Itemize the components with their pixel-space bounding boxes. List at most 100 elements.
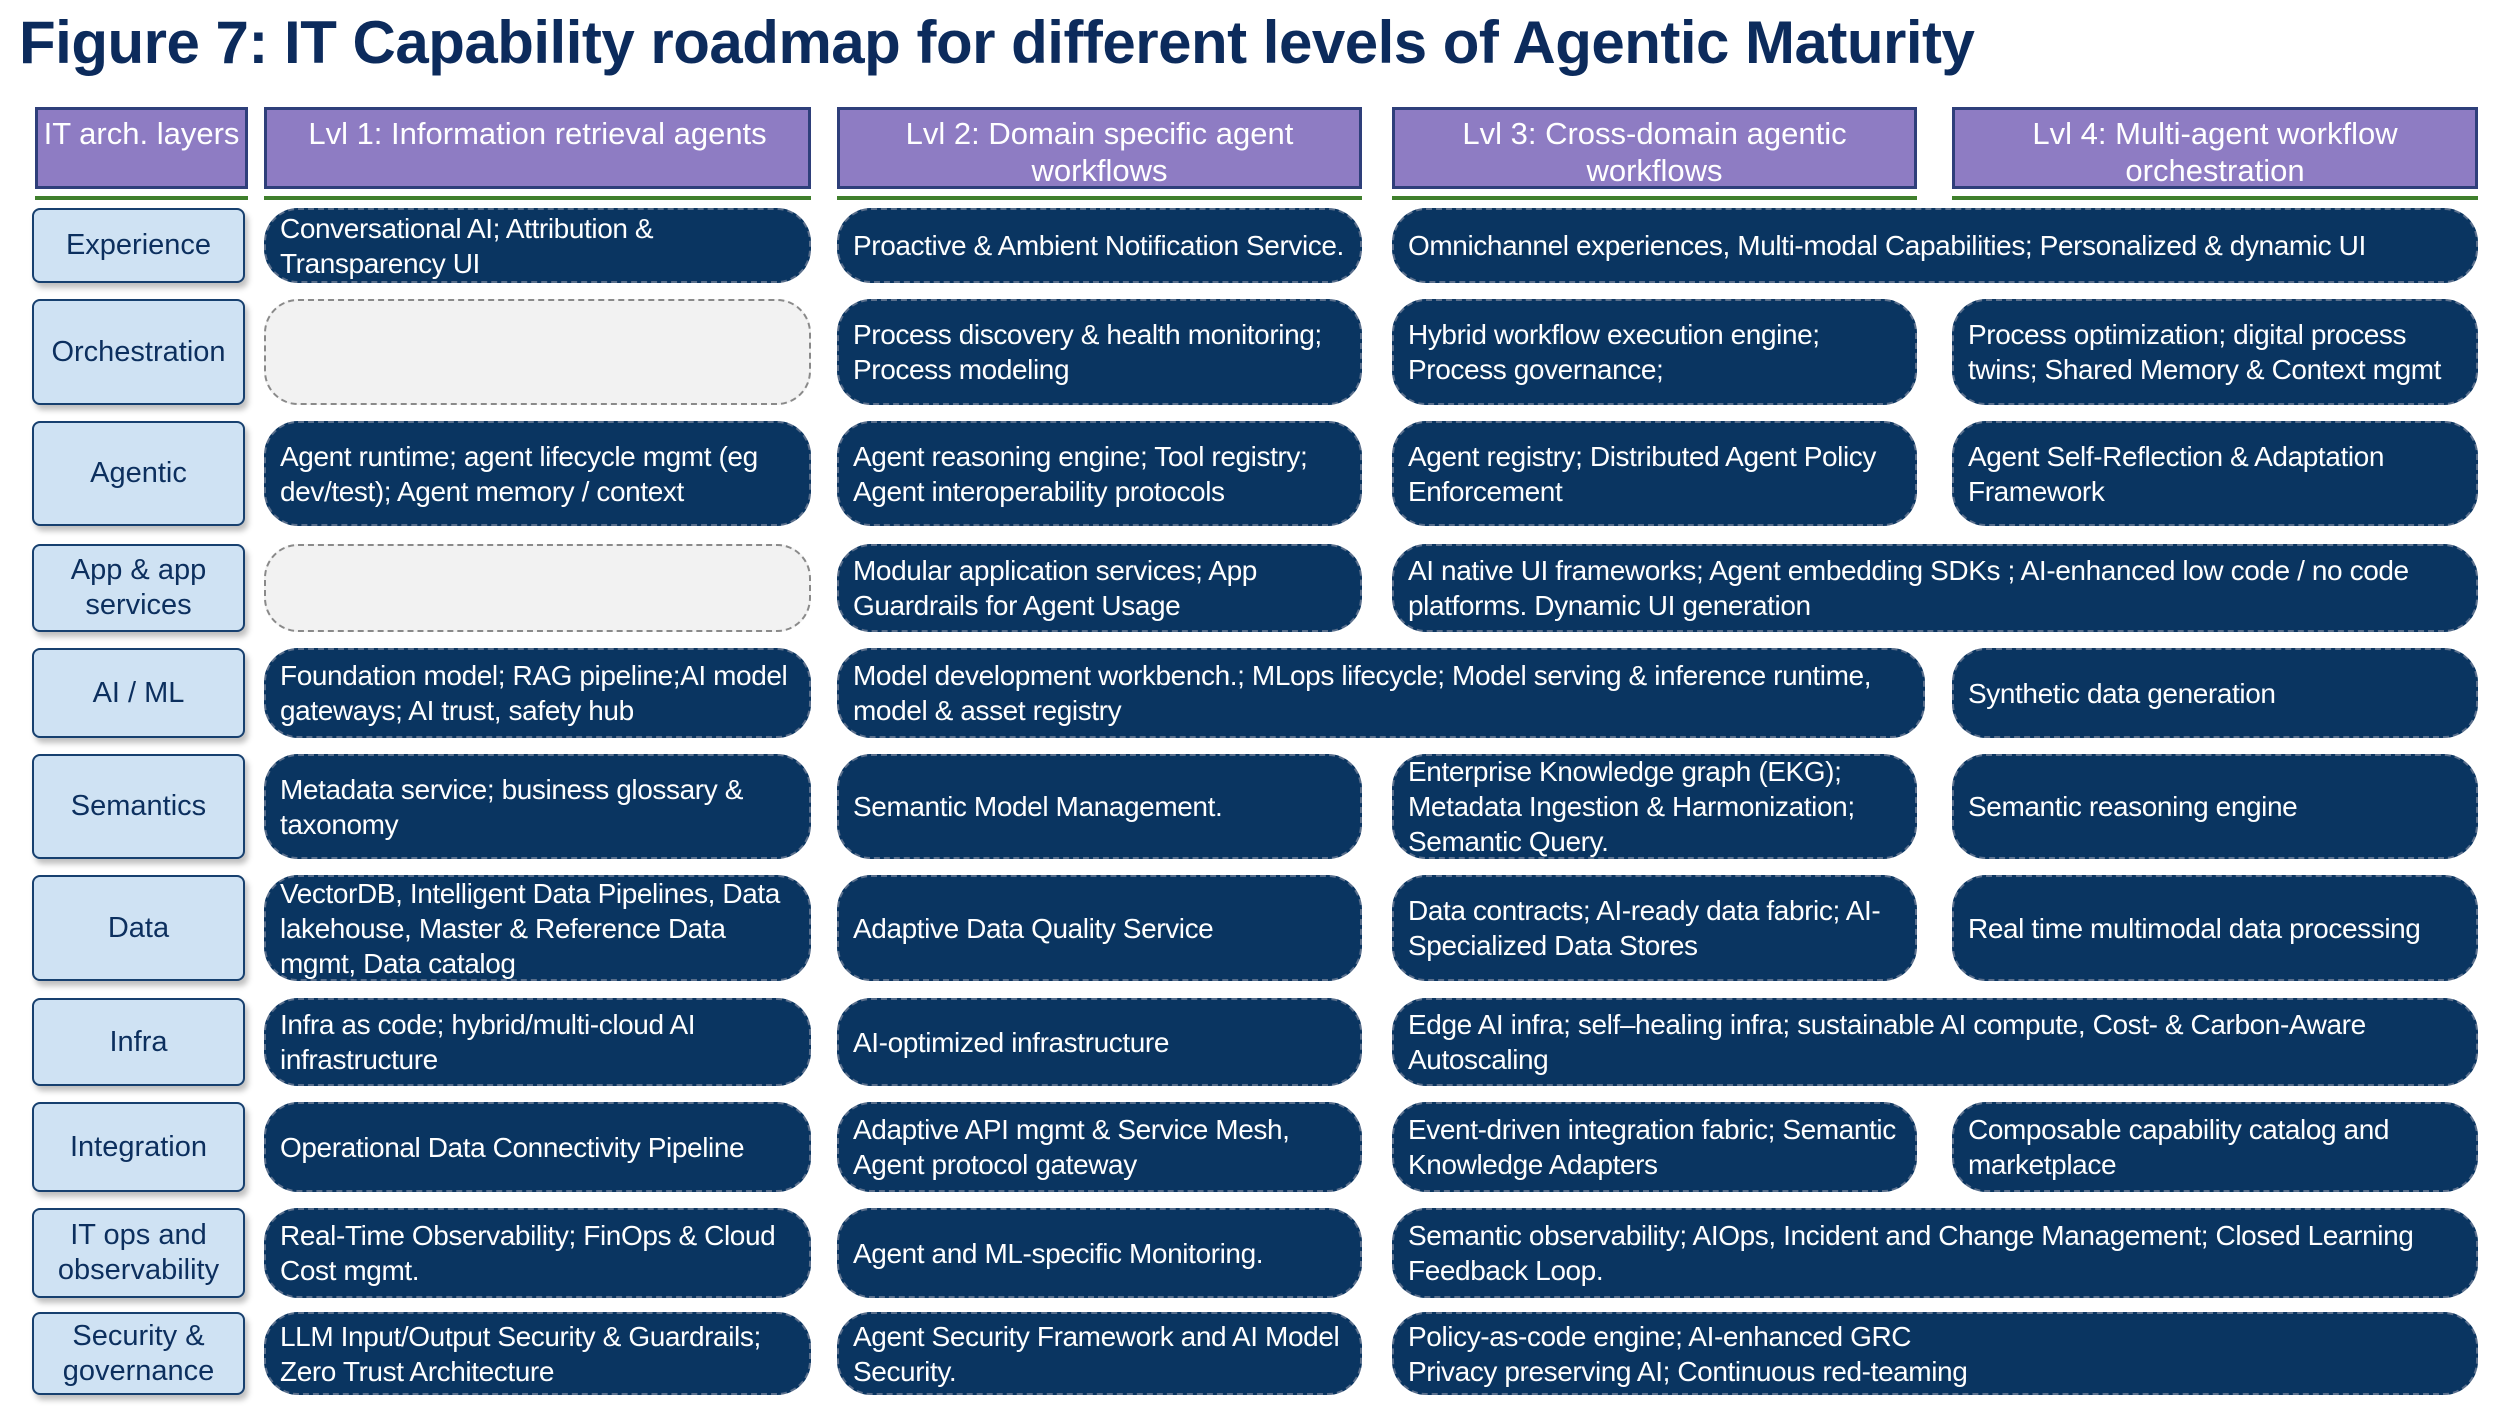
capability-text: Conversational AI; Attribution & Transpa…: [280, 212, 654, 279]
capability-cell: Event-driven integration fabric; Semanti…: [1392, 1102, 1917, 1192]
header-divider: [1952, 196, 2478, 200]
capability-cell: Process optimization; digital process tw…: [1952, 299, 2478, 405]
layer-security-governance: Security & governance: [32, 1312, 245, 1395]
figure-title: Figure 7: IT Capability roadmap for diff…: [19, 9, 1975, 76]
capability-cell: Semantic Model Management.: [837, 754, 1362, 859]
layer-label: Agentic: [90, 457, 187, 489]
header-level-4: Lvl 4: Multi-agent workflow orchestratio…: [1952, 107, 2478, 189]
capability-cell: Semantic reasoning engine: [1952, 754, 2478, 859]
header-divider: [837, 196, 1362, 200]
layer-label: AI / ML: [92, 676, 185, 709]
capability-text: Real time multimodal data processing: [1968, 912, 2421, 944]
capability-text: Metadata service; business glossary & ta…: [280, 773, 743, 840]
capability-cell: Agent Self-Reflection & Adaptation Frame…: [1952, 421, 2478, 526]
layer-infra: Infra: [32, 998, 245, 1086]
header-divider: [35, 196, 248, 200]
layer-agentic: Agentic: [32, 421, 245, 526]
capability-cell: AI-optimized infrastructure: [837, 998, 1362, 1086]
capability-cell: Edge AI infra; self–healing infra; susta…: [1392, 998, 2478, 1086]
capability-text: Foundation model; RAG pipeline;AI model …: [280, 660, 788, 726]
header-layers: IT arch. layers: [35, 107, 248, 189]
layer-label: Infra: [109, 1025, 168, 1058]
capability-text: Composable capability catalog and market…: [1968, 1114, 2390, 1180]
layer-semantics: Semantics: [32, 754, 245, 859]
capability-cell: VectorDB, Intelligent Data Pipelines, Da…: [264, 875, 811, 981]
capability-text: LLM Input/Output Security & Guardrails; …: [280, 1320, 761, 1387]
capability-text: Model development workbench.; MLops life…: [853, 660, 1872, 726]
capability-cell: Omnichannel experiences, Multi-modal Cap…: [1392, 208, 2478, 283]
empty-capability-cell: [264, 299, 811, 405]
layer-label: App & app services: [70, 554, 207, 621]
capability-text: Edge AI infra; self–healing infra; susta…: [1408, 1009, 2366, 1075]
layer-label: IT ops and observability: [57, 1219, 220, 1286]
capability-text: Modular application services; App Guardr…: [853, 555, 1257, 621]
capability-cell: Metadata service; business glossary & ta…: [264, 754, 811, 859]
layer-integration: Integration: [32, 1102, 245, 1192]
capability-text: AI-optimized infrastructure: [853, 1026, 1169, 1058]
layer-ai-ml: AI / ML: [32, 648, 245, 738]
capability-text: Data contracts; AI-ready data fabric; AI…: [1408, 895, 1881, 961]
capability-text: Semantic Model Management.: [853, 791, 1223, 822]
layer-app-app-services: App & app services: [32, 544, 245, 632]
capability-cell: Agent Security Framework and AI Model Se…: [837, 1312, 1362, 1395]
layer-data: Data: [32, 875, 245, 981]
capability-cell: Agent runtime; agent lifecycle mgmt (eg …: [264, 421, 811, 526]
capability-text: Agent registry; Distributed Agent Policy…: [1408, 440, 1877, 507]
capability-text: VectorDB, Intelligent Data Pipelines, Da…: [280, 877, 780, 979]
capability-cell: Agent reasoning engine; Tool registry; A…: [837, 421, 1362, 526]
capability-cell: Hybrid workflow execution engine; Proces…: [1392, 299, 1917, 405]
capability-text: Operational Data Connectivity Pipeline: [280, 1131, 745, 1163]
capability-text: Semantic reasoning engine: [1968, 791, 2298, 822]
capability-text: Agent reasoning engine; Tool registry; A…: [853, 440, 1308, 507]
capability-cell: Process discovery & health monitoring; P…: [837, 299, 1362, 405]
header-divider: [264, 196, 811, 200]
capability-cell: Model development workbench.; MLops life…: [837, 648, 1925, 738]
capability-cell: Composable capability catalog and market…: [1952, 1102, 2478, 1192]
empty-capability-cell: [264, 544, 811, 632]
capability-text: Agent Self-Reflection & Adaptation Frame…: [1968, 440, 2385, 507]
layer-label: Security & governance: [62, 1319, 215, 1387]
header-level-2: Lvl 2: Domain specific agent workflows: [837, 107, 1362, 189]
capability-text: Agent and ML-specific Monitoring.: [853, 1237, 1264, 1269]
capability-cell: Enterprise Knowledge graph (EKG); Metada…: [1392, 754, 1917, 859]
layer-label: Experience: [65, 229, 212, 261]
capability-cell: Data contracts; AI-ready data fabric; AI…: [1392, 875, 1917, 981]
layer-label: Orchestration: [51, 335, 226, 368]
layer-label: Integration: [69, 1130, 208, 1163]
capability-cell: LLM Input/Output Security & Guardrails; …: [264, 1312, 811, 1395]
capability-text: Process optimization; digital process tw…: [1968, 319, 2442, 385]
capability-text: Agent Security Framework and AI Model Se…: [853, 1320, 1340, 1387]
layer-label: Data: [107, 911, 170, 944]
layer-it-ops-and-observability: IT ops and observability: [32, 1208, 245, 1298]
capability-cell: Foundation model; RAG pipeline;AI model …: [264, 648, 811, 738]
capability-cell: Modular application services; App Guardr…: [837, 544, 1362, 632]
header-divider: [1392, 196, 1917, 200]
capability-text: Adaptive Data Quality Service: [853, 912, 1214, 944]
capability-text: Agent runtime; agent lifecycle mgmt (eg …: [280, 440, 758, 507]
capability-cell: Proactive & Ambient Notification Service…: [837, 208, 1362, 283]
capability-text: Omnichannel experiences, Multi-modal Cap…: [1408, 230, 2366, 261]
layer-orchestration: Orchestration: [32, 299, 245, 405]
capability-cell: Agent registry; Distributed Agent Policy…: [1392, 421, 1917, 526]
capability-cell: Operational Data Connectivity Pipeline: [264, 1102, 811, 1192]
layer-label: Semantics: [70, 790, 207, 822]
capability-text: Process discovery & health monitoring; P…: [853, 319, 1322, 385]
capability-cell: Real-Time Observability; FinOps & Cloud …: [264, 1208, 811, 1298]
capability-text: Real-Time Observability; FinOps & Cloud …: [280, 1220, 776, 1286]
capability-text: Hybrid workflow execution engine; Proces…: [1408, 319, 1820, 385]
capability-text: Adaptive API mgmt & Service Mesh, Agent …: [853, 1114, 1290, 1180]
header-level-3: Lvl 3: Cross-domain agentic workflows: [1392, 107, 1917, 189]
capability-cell: Real time multimodal data processing: [1952, 875, 2478, 981]
layer-experience: Experience: [32, 208, 245, 283]
capability-cell: Infra as code; hybrid/multi-cloud AI inf…: [264, 998, 811, 1086]
capability-text: Semantic observability; AIOps, Incident …: [1408, 1220, 2414, 1286]
capability-text: Event-driven integration fabric; Semanti…: [1408, 1114, 1896, 1180]
capability-cell: Policy-as-code engine; AI-enhanced GRC P…: [1392, 1312, 2478, 1395]
capability-cell: Conversational AI; Attribution & Transpa…: [264, 208, 811, 283]
header-level-1: Lvl 1: Information retrieval agents: [264, 107, 811, 189]
capability-cell: Synthetic data generation: [1952, 648, 2478, 738]
capability-text: Infra as code; hybrid/multi-cloud AI inf…: [280, 1009, 696, 1075]
capability-cell: Adaptive API mgmt & Service Mesh, Agent …: [837, 1102, 1362, 1192]
capability-cell: AI native UI frameworks; Agent embedding…: [1392, 544, 2478, 632]
capability-text: Proactive & Ambient Notification Service…: [853, 230, 1344, 261]
